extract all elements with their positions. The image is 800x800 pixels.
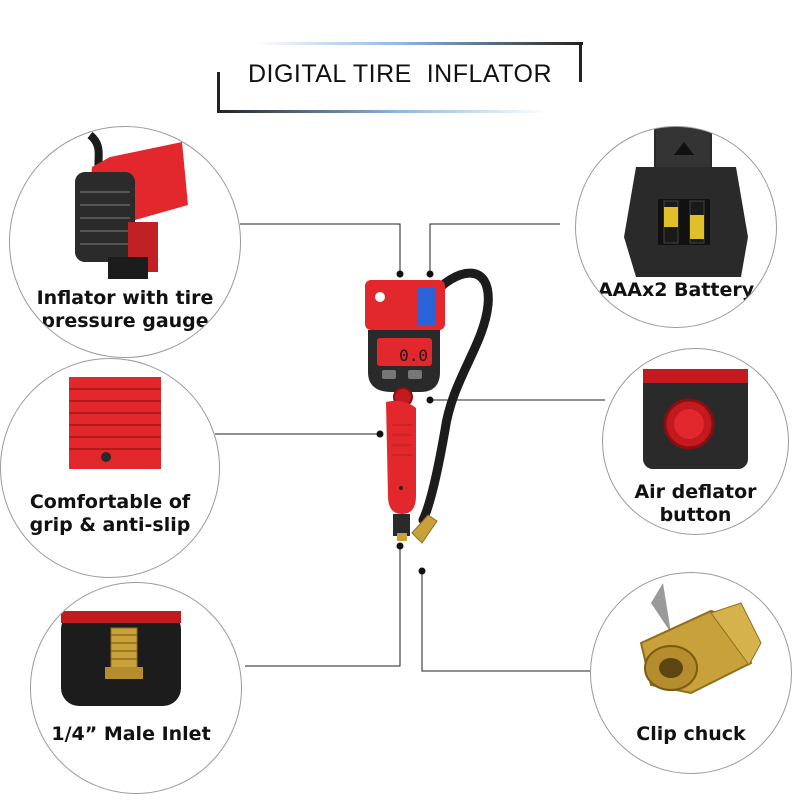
feature-label: 1/4” Male Inlet bbox=[51, 723, 211, 745]
callout-dot bbox=[418, 567, 426, 575]
control-button bbox=[408, 370, 422, 379]
feature-label: Inflator with tire pressure gauge bbox=[36, 287, 214, 332]
control-button bbox=[382, 370, 396, 379]
feature-label: Air deflator button bbox=[634, 481, 757, 526]
air-hose bbox=[418, 268, 493, 525]
chuck-closeup-image bbox=[639, 583, 762, 695]
lcd-screen bbox=[377, 338, 432, 366]
feature-label: Clip chuck bbox=[636, 723, 746, 745]
blue-display bbox=[417, 287, 436, 325]
feature-label: AAAx2 Battery bbox=[597, 279, 755, 301]
page-title: DIGITAL TIRE INFLATOR bbox=[247, 60, 553, 88]
callout-dot bbox=[396, 270, 404, 278]
title-frame bbox=[217, 42, 583, 113]
feature-circle-chuck: Clip chuck bbox=[590, 572, 792, 774]
feature-circle-grip: Comfortable of grip & anti-slip bbox=[0, 358, 220, 578]
callout-dot bbox=[426, 396, 434, 404]
power-icon bbox=[375, 292, 385, 302]
callout-dot bbox=[376, 430, 384, 438]
deflator-closeup-image bbox=[643, 369, 748, 469]
inlet-collar bbox=[393, 514, 410, 536]
feature-label: Comfortable of grip & anti-slip bbox=[29, 491, 191, 536]
gauge-closeup-image bbox=[75, 131, 188, 279]
inlet-closeup-image bbox=[61, 611, 181, 706]
feature-circle-inlet: 1/4” Male Inlet bbox=[30, 582, 242, 794]
feature-circle-gauge: Inflator with tire pressure gauge bbox=[9, 126, 241, 358]
clip-chuck bbox=[411, 514, 438, 544]
feature-circle-deflator: Air deflator button bbox=[602, 348, 789, 535]
callout-dot bbox=[426, 270, 434, 278]
title-banner: DIGITAL TIRE INFLATOR bbox=[215, 42, 585, 114]
male-inlet bbox=[397, 533, 407, 541]
lcd-reading: 0.0 bbox=[399, 346, 428, 365]
callout-dot bbox=[396, 542, 404, 550]
grip-closeup-image bbox=[69, 377, 161, 469]
feature-circle-battery: AAAx2 Battery bbox=[575, 126, 777, 328]
battery-compartment-image bbox=[624, 127, 748, 277]
grip-handle bbox=[386, 400, 416, 514]
